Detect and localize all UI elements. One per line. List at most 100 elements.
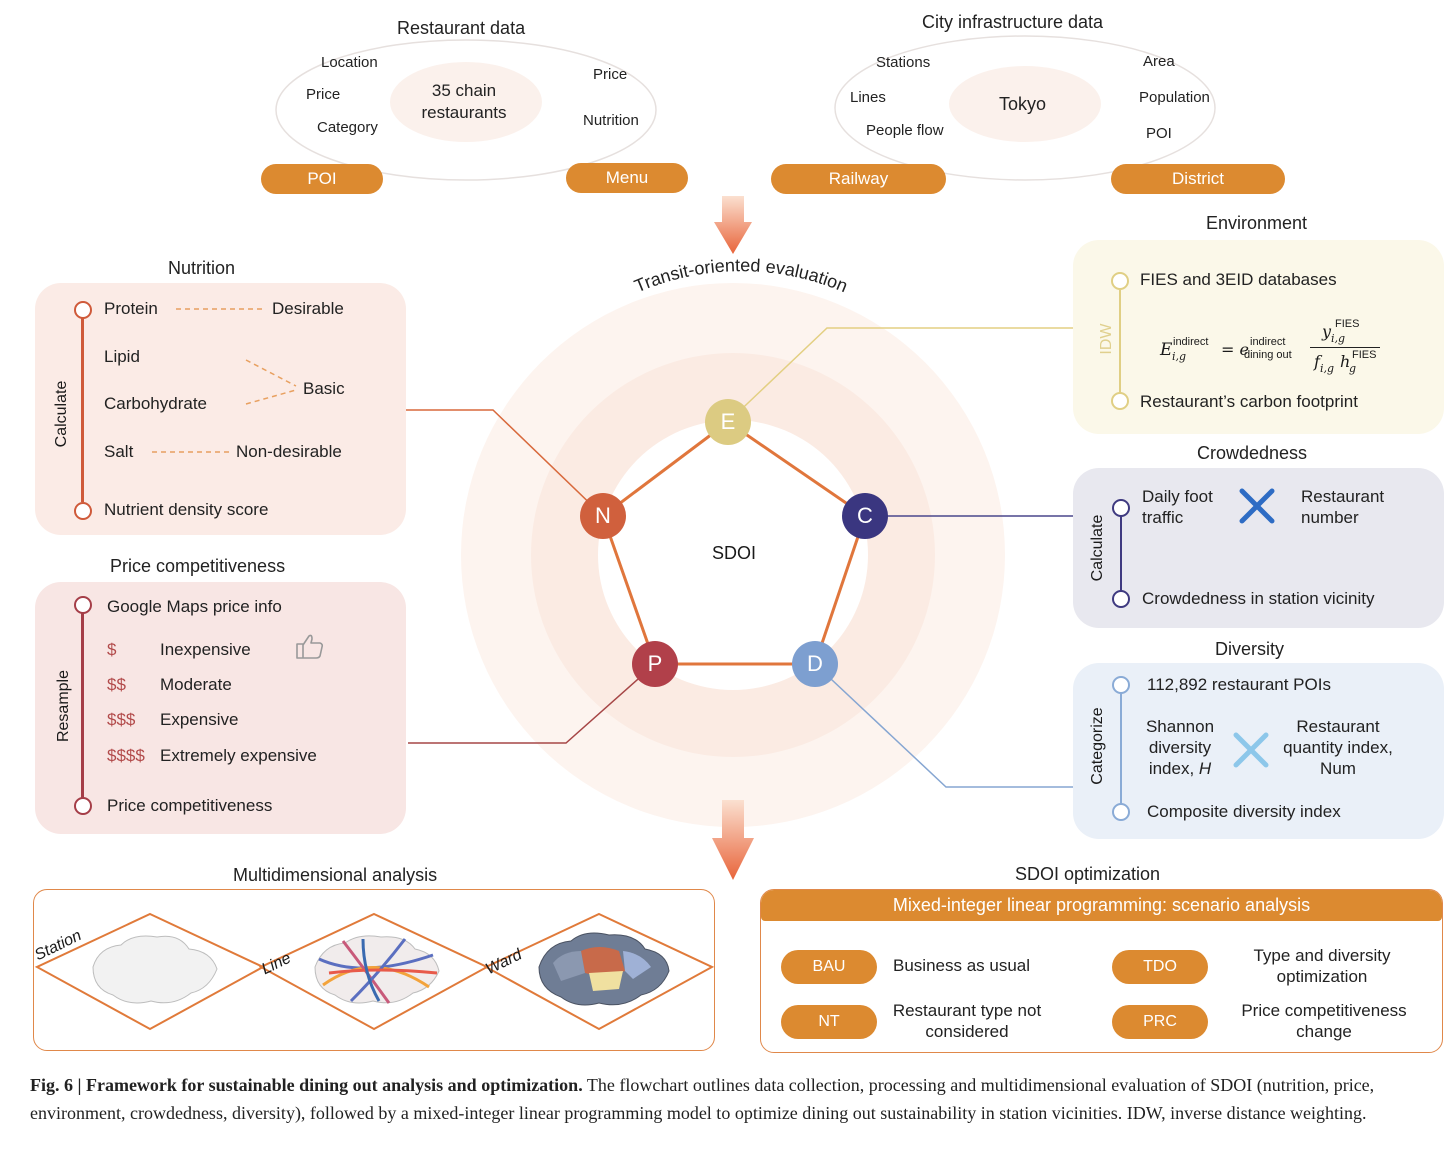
price-connector	[408, 663, 656, 744]
pentagon-edges	[601, 420, 867, 666]
restaurant-ellipse	[275, 39, 657, 181]
crowdedness-result: Crowdedness in station vicinity	[1142, 589, 1375, 608]
diversity-vline	[1120, 692, 1122, 804]
environment-databases: FIES and 3EID databases	[1140, 270, 1337, 289]
scenario-prc-pill: PRC	[1112, 1005, 1208, 1039]
inner-core	[598, 420, 868, 690]
environment-ring-bottom	[1111, 392, 1129, 410]
diversity-ring-top	[1112, 676, 1130, 694]
price-title: Price competitiveness	[110, 556, 286, 576]
restaurant-price: Price	[306, 86, 341, 103]
scenario-bau-pill: BAU	[781, 950, 877, 984]
crowdedness-title: Crowdedness	[1197, 443, 1308, 463]
nutrition-ring-bottom	[74, 502, 92, 520]
city-population: Population	[1139, 89, 1210, 106]
nutrition-non-desirable: Non-desirable	[236, 442, 342, 461]
scenario-nt-pill: NT	[781, 1005, 877, 1039]
scenario-tdo-pill: TDO	[1112, 950, 1208, 984]
nutrition-lipid: Lipid	[104, 347, 140, 366]
environment-vline	[1119, 290, 1121, 393]
nutrition-salt: Salt	[104, 442, 134, 461]
environment-connector	[727, 327, 1073, 423]
nutrition-score: Nutrient density score	[104, 500, 269, 519]
nutrition-carbohydrate: Carbohydrate	[104, 394, 208, 413]
caption-fig-label: Fig. 6 | Framework for sustainable dinin…	[30, 1075, 583, 1095]
diversity-composite: Composite diversity index	[1147, 802, 1341, 821]
nutrition-ring-top	[74, 301, 92, 319]
maps-svg	[34, 912, 715, 1031]
diversity-ring-bottom	[1112, 803, 1130, 821]
multidimensional-title: Multidimensional analysis	[233, 865, 438, 885]
crowdedness-side-label: Calculate	[1089, 514, 1106, 582]
restaurant-center-label: 35 chain restaurants	[421, 81, 507, 122]
multiply-icon	[1233, 732, 1269, 768]
city-people-flow: People flow	[866, 122, 944, 139]
crowdedness-ring-top	[1112, 499, 1130, 517]
diversity-pois: 112,892 restaurant POIs	[1147, 675, 1331, 694]
nutrition-vline	[81, 318, 84, 502]
menu-nutrition: Nutrition	[583, 112, 639, 129]
price-ring-top	[74, 596, 92, 614]
menu-price: Price	[593, 66, 628, 83]
environment-carbon-footprint: Restaurant’s carbon footprint	[1140, 392, 1358, 411]
diversity-panel	[1073, 663, 1444, 839]
city-area: Area	[1143, 53, 1175, 70]
price-symbol-1: $	[107, 640, 117, 659]
ward-regions	[553, 947, 651, 991]
node-diversity: D	[792, 641, 838, 687]
node-nutrition: N	[580, 493, 626, 539]
price-label-4: Extremely expensive	[160, 746, 317, 765]
nutrition-connector	[405, 409, 604, 517]
environment-panel	[1073, 240, 1444, 434]
node-price: P	[632, 641, 678, 687]
diversity-shannon: Shannon diversity index, H	[1145, 717, 1215, 778]
diversity-connector	[814, 663, 1073, 788]
sdoi-label: SDOI	[712, 543, 757, 563]
down-arrow-top	[714, 196, 752, 254]
diversity-quantity-index: Restaurant quantity index, Num	[1283, 717, 1393, 778]
price-vline	[81, 613, 84, 799]
menu-pill: Menu	[566, 163, 688, 193]
nutrition-basic: Basic	[303, 379, 345, 398]
restaurant-location: Location	[321, 54, 378, 71]
carbon-formula: E indirect i,g = e indirect dining out y…	[1160, 318, 1390, 378]
city-center-label: Tokyo	[999, 94, 1047, 114]
city-lines: Lines	[850, 89, 886, 106]
crowdedness-panel	[1073, 468, 1444, 628]
crowdedness-restaurant-number: Restaurant number	[1301, 487, 1385, 527]
environment-title: Environment	[1206, 213, 1308, 233]
crowdedness-vline	[1120, 515, 1122, 591]
nutrition-title: Nutrition	[168, 258, 236, 278]
city-ellipse	[834, 35, 1216, 181]
optimization-panel	[760, 889, 1443, 1053]
price-ring-bottom	[74, 797, 92, 815]
railway-pill: Railway	[771, 164, 946, 194]
multidimensional-panel	[33, 889, 715, 1051]
optimization-title: SDOI optimization	[1015, 864, 1161, 884]
price-competitiveness-result: Price competitiveness	[107, 796, 273, 815]
city-stations: Stations	[876, 54, 931, 71]
crowdedness-ring-bottom	[1112, 590, 1130, 608]
thumbs-up-icon	[296, 634, 324, 659]
down-arrow-bottom	[712, 800, 754, 880]
nutrition-desirable: Desirable	[272, 299, 344, 318]
diversity-side-label: Categorize	[1089, 707, 1106, 785]
city-data-title: City infrastructure data	[922, 12, 1104, 32]
price-label-2: Moderate	[160, 675, 232, 694]
milp-banner: Mixed-integer linear programming: scenar…	[761, 890, 1442, 921]
scenario-bau-label: Business as usual	[893, 956, 1031, 975]
caption-text: The flowchart outlines data collection, …	[30, 1075, 1375, 1123]
price-panel	[35, 582, 406, 834]
node-environment: E	[705, 399, 751, 445]
node-crowdedness: C	[842, 493, 888, 539]
scenario-prc-label: Price competitiveness change	[1241, 1001, 1407, 1041]
poi-pill: POI	[261, 164, 383, 194]
environment-side-label: IDW	[1098, 323, 1115, 355]
environment-ring-top	[1111, 272, 1129, 290]
scenario-tdo-label: Type and diversity optimization	[1253, 946, 1391, 986]
city-poi: POI	[1146, 125, 1172, 142]
nutrition-dashes	[152, 308, 297, 453]
price-label-3: Expensive	[160, 710, 239, 729]
restaurant-category: Category	[317, 119, 378, 136]
scenario-nt-label: Restaurant type not considered	[892, 1001, 1042, 1041]
